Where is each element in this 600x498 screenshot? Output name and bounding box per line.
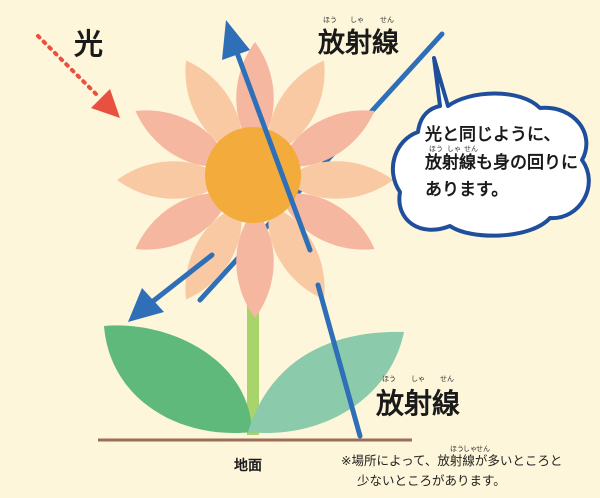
svg-text:ほう: ほう <box>382 375 396 383</box>
arrow-up-icon <box>222 20 250 60</box>
footnote: ほう しゃ せん ※場所によって、放射線が多いところと 少ないところがあります。 <box>341 445 562 488</box>
leaf-right <box>248 331 404 434</box>
svg-text:せん: せん <box>380 16 394 24</box>
svg-text:ほう: ほう <box>323 16 337 24</box>
svg-text:ほう: ほう <box>429 145 443 153</box>
svg-text:※場所によって、放射線が多いところと: ※場所によって、放射線が多いところと <box>341 453 562 468</box>
svg-text:しゃ: しゃ <box>350 16 364 24</box>
flower-center <box>205 127 301 223</box>
radiation-ray-up <box>222 20 313 253</box>
radiation-ray-down-left <box>128 252 215 322</box>
svg-text:ほう: ほう <box>450 445 464 453</box>
leaf-left <box>104 325 252 434</box>
arrow-down-left-icon <box>128 288 164 322</box>
bubble-line-1: 光と同じように、 <box>424 124 561 145</box>
svg-text:しゃ: しゃ <box>447 145 461 153</box>
label-radiation-top: ほう しゃ せん 放射線 <box>317 16 399 59</box>
bubble-line-3: あります。 <box>425 180 508 200</box>
svg-text:少ないところがあります。: 少ないところがあります。 <box>357 473 506 488</box>
svg-text:しゃ: しゃ <box>463 445 477 453</box>
light-arrow <box>36 34 120 118</box>
svg-text:放射線: 放射線 <box>375 387 460 420</box>
label-light: 光 <box>74 27 103 61</box>
svg-text:せん: せん <box>464 145 478 153</box>
label-ground: 地面 <box>234 457 262 474</box>
label-radiation-bottom: ほう しゃ せん 放射線 <box>375 375 460 420</box>
radiation-ray-down <box>315 282 363 439</box>
svg-text:放射線: 放射線 <box>317 27 399 59</box>
speech-bubble: 光と同じように、 ほう しゃ せん 放射線も身の回りに あります。 <box>390 56 591 238</box>
svg-text:せん: せん <box>476 445 490 453</box>
svg-text:しゃ: しゃ <box>411 375 425 383</box>
svg-text:せん: せん <box>440 375 454 383</box>
light-arrowhead-icon <box>91 89 120 118</box>
bubble-line-2: 放射線も身の回りに <box>424 152 578 173</box>
